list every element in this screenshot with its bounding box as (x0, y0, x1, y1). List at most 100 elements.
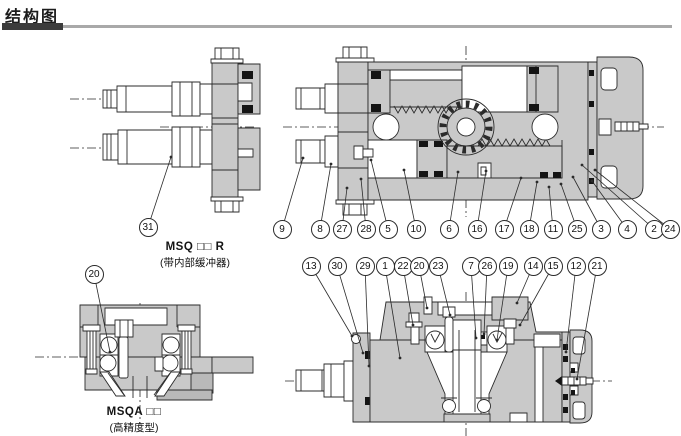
callout-side_section-21: 21 (587, 256, 607, 276)
leader-dot-main_section-24 (593, 168, 597, 172)
title-rule (3, 25, 672, 28)
callout-side_section-30: 30 (327, 256, 347, 276)
leader-dot-main_section-3 (571, 175, 575, 179)
leader-dot-side_section-13 (350, 334, 354, 338)
callout-side_section-29: 29 (355, 256, 375, 276)
callout-main_section-4: 4 (617, 219, 637, 239)
callout-side_section-12: 12 (566, 256, 586, 276)
leader-dot-side_section-21 (575, 377, 579, 381)
leader-dot-main_section-27 (345, 186, 349, 190)
lower-rack-piston (354, 139, 562, 178)
leader-dot-side_section-22 (411, 323, 415, 327)
tie-bolt-top (336, 47, 374, 62)
callout-main_section-18: 18 (519, 219, 539, 239)
key-pin (155, 357, 163, 371)
label-msqa: MSQA □□ (106, 406, 162, 418)
leader-msqa-20 (93, 273, 111, 353)
end-plate (212, 63, 238, 197)
body-cut-fragments (238, 64, 260, 190)
leader-dot-side_section-19 (495, 338, 499, 342)
leader-dot-main_section-8 (329, 162, 333, 166)
leader-dot-msq_r-31 (169, 155, 173, 159)
leader-dot-main_section-4 (590, 179, 594, 183)
page-title: 结构图 (5, 9, 60, 26)
sublabel-msqa: (高精度型) (109, 422, 159, 434)
ball-bearing-right (162, 334, 180, 376)
callout-main_section-11: 11 (543, 219, 563, 239)
leader-dot-side_section-20 (425, 306, 429, 310)
bottom-notch (510, 413, 527, 422)
callout-main_section-5: 5 (378, 219, 398, 239)
callout-side_section-1: 1 (375, 256, 395, 276)
leader-dot-main_section-5 (369, 158, 373, 162)
guide-hole-left (373, 114, 399, 140)
leader-dot-main_section-6 (456, 170, 460, 174)
shock-absorber-bottom (103, 127, 212, 167)
leader-dot-main_section-2 (580, 163, 584, 167)
callout-msqa-20: 20 (84, 264, 104, 284)
leader-side_section-13 (310, 265, 353, 337)
callout-main_section-27: 27 (332, 219, 352, 239)
label-msq-r: MSQ □□ R (165, 241, 225, 253)
table-flange (212, 357, 253, 373)
callout-side_section-19: 19 (498, 256, 518, 276)
callout-main_section-9: 9 (272, 219, 292, 239)
mounting-bolt-bottom (211, 197, 243, 212)
leader-dot-main_section-18 (535, 180, 539, 184)
upper-rack-piston (368, 66, 558, 113)
leader-dot-side_section-7 (474, 336, 478, 340)
callout-main_section-17: 17 (494, 219, 514, 239)
leader-main_section-24 (594, 169, 671, 230)
leader-side_section-22 (402, 265, 414, 326)
leader-main_section-9 (281, 157, 304, 230)
leader-dot-side_section-26 (482, 332, 486, 336)
callout-side_section-20: 20 (409, 256, 429, 276)
leader-dot-main_section-16 (484, 169, 488, 173)
side-section-view (285, 292, 612, 436)
leader-dot-side_section-23 (448, 313, 452, 317)
callout-main_section-10: 10 (406, 219, 426, 239)
shock-absorber-top (103, 82, 212, 116)
callout-side_section-23: 23 (428, 256, 448, 276)
housing-throat (100, 372, 180, 398)
leader-dot-msqa-20 (108, 350, 112, 354)
mounting-bolt-top (211, 48, 243, 63)
leader-main_section-5 (370, 159, 389, 230)
clamp-stud-right (178, 325, 195, 374)
leader-dot-side_section-14 (515, 301, 519, 305)
left-cover-plate (338, 62, 368, 200)
guide-hole-right (532, 114, 558, 140)
adjustment-screw (555, 376, 593, 386)
leader-side_section-29 (364, 265, 370, 367)
center-cap-screw (115, 320, 133, 378)
port-stud-top (296, 84, 338, 113)
leader-side_section-30 (336, 265, 364, 354)
callout-side_section-13: 13 (301, 256, 321, 276)
callout-main_section-25: 25 (567, 219, 587, 239)
callout-side_section-7: 7 (461, 256, 481, 276)
clamp-stud-left (83, 325, 100, 374)
callout-msq_r-31: 31 (138, 217, 158, 237)
leader-dot-main_section-10 (402, 168, 406, 172)
main-section-view (283, 46, 664, 217)
leader-side_section-19 (496, 265, 509, 341)
leader-dot-side_section-12 (564, 350, 568, 354)
msq-r-end-view (70, 48, 260, 212)
leader-msq_r-31 (147, 156, 172, 228)
leader-dot-main_section-28 (359, 177, 363, 181)
leader-main_section-8 (319, 163, 332, 230)
leader-dot-side_section-30 (361, 351, 365, 355)
pinion-gear (438, 99, 494, 155)
right-end-cover (588, 57, 648, 199)
callout-main_section-6: 6 (439, 219, 459, 239)
callout-side_section-26: 26 (477, 256, 497, 276)
msqa-bearing-detail (35, 303, 253, 426)
leader-side_section-26 (483, 265, 488, 335)
leader-side_section-1 (384, 265, 401, 359)
sublabel-msq-r: (带内部缓冲器) (160, 257, 230, 269)
output-shaft-column (427, 320, 507, 422)
bore-window (534, 334, 560, 347)
